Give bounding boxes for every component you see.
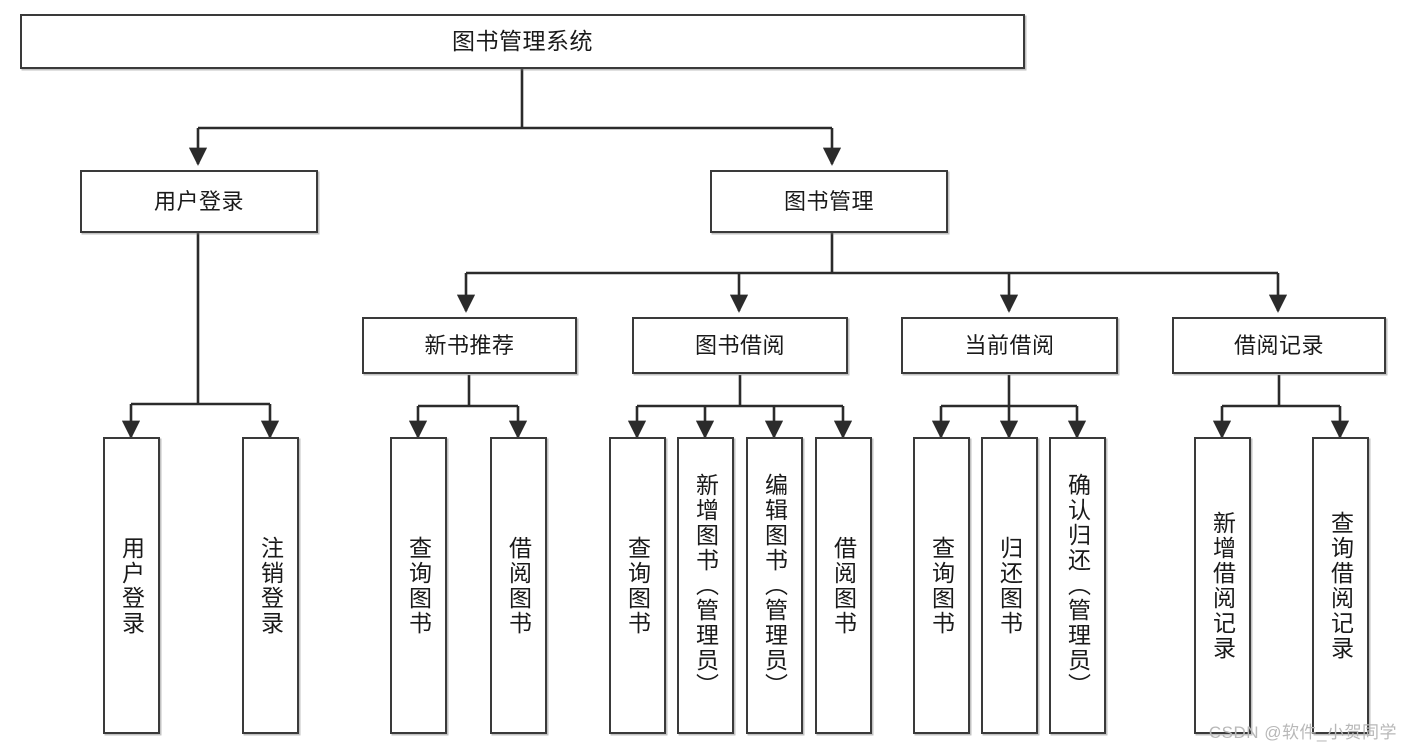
node-label: 借阅记录 <box>1233 332 1324 358</box>
node-label: 新增图书（管理员） <box>692 473 719 698</box>
leaf-confirm-return[interactable]: 确认归还（管理员） <box>1049 437 1106 734</box>
node-label: 用户登录 <box>118 535 145 636</box>
node-borrow-record[interactable]: 借阅记录 <box>1172 317 1386 374</box>
leaf-query-book-current[interactable]: 查询图书 <box>913 437 970 734</box>
node-user-login[interactable]: 用户登录 <box>80 170 318 233</box>
node-new-book-rec[interactable]: 新书推荐 <box>362 317 577 374</box>
node-book-borrow[interactable]: 图书借阅 <box>632 317 848 374</box>
node-label: 注销登录 <box>257 535 284 636</box>
leaf-add-borrow-record[interactable]: 新增借阅记录 <box>1194 437 1251 734</box>
node-label: 归还图书 <box>996 535 1023 636</box>
node-label: 查询图书 <box>405 535 432 636</box>
leaf-query-book-new-rec[interactable]: 查询图书 <box>390 437 447 734</box>
node-label: 图书管理系统 <box>452 27 593 54</box>
node-current-borrow[interactable]: 当前借阅 <box>901 317 1118 374</box>
node-label: 借阅图书 <box>505 535 532 636</box>
node-label: 确认归还（管理员） <box>1064 473 1091 698</box>
node-book-mgmt[interactable]: 图书管理 <box>710 170 948 233</box>
node-label: 用户登录 <box>153 188 244 214</box>
leaf-return-book[interactable]: 归还图书 <box>981 437 1038 734</box>
node-label: 查询借阅记录 <box>1327 510 1354 661</box>
node-label: 借阅图书 <box>830 535 857 636</box>
leaf-edit-book[interactable]: 编辑图书（管理员） <box>746 437 803 734</box>
leaf-user-login[interactable]: 用户登录 <box>103 437 160 734</box>
node-label: 编辑图书（管理员） <box>761 473 788 698</box>
leaf-borrow-book-new-rec[interactable]: 借阅图书 <box>490 437 547 734</box>
node-label: 当前借阅 <box>964 332 1055 358</box>
leaf-query-borrow-record[interactable]: 查询借阅记录 <box>1312 437 1369 734</box>
node-label: 查询图书 <box>624 535 651 636</box>
node-label: 新增借阅记录 <box>1209 510 1236 661</box>
node-label: 图书借阅 <box>694 332 785 358</box>
leaf-add-book[interactable]: 新增图书（管理员） <box>677 437 734 734</box>
node-root-system[interactable]: 图书管理系统 <box>20 14 1025 69</box>
leaf-borrow-book[interactable]: 借阅图书 <box>815 437 872 734</box>
watermark: CSDN @软件_小贺同学 <box>1208 723 1397 742</box>
node-label: 新书推荐 <box>424 332 515 358</box>
leaf-user-logout[interactable]: 注销登录 <box>242 437 299 734</box>
node-label: 图书管理 <box>783 188 874 214</box>
node-label: 查询图书 <box>928 535 955 636</box>
leaf-query-book-borrow[interactable]: 查询图书 <box>609 437 666 734</box>
